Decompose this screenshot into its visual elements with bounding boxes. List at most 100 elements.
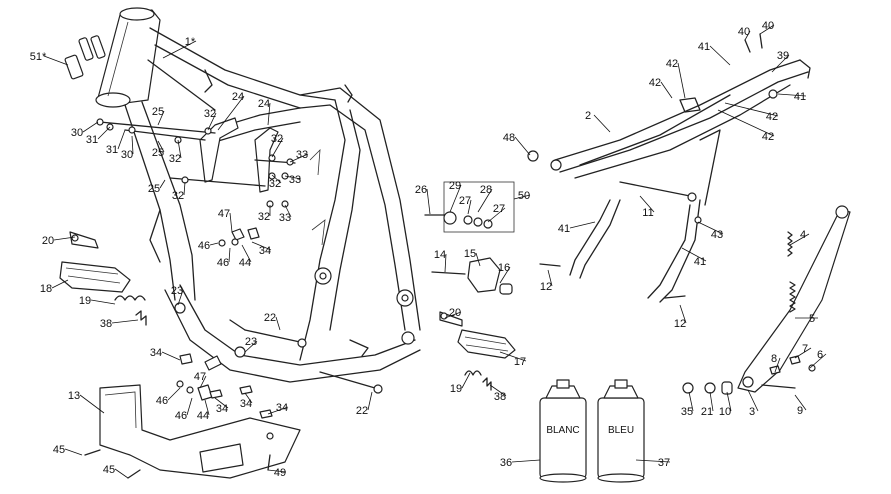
callout-c23a: 23: [171, 285, 184, 306]
callout-label: 12: [674, 318, 686, 330]
callout-leader: [688, 391, 694, 412]
callout-c26: 26: [415, 184, 431, 215]
callout-label: 35: [681, 406, 693, 418]
callout-leader: [489, 384, 507, 397]
callout-leader: [43, 55, 69, 66]
callout-c50: 50: [513, 190, 530, 202]
callout-label: 42: [666, 58, 678, 70]
callout-label: 12: [540, 281, 552, 293]
callout-c10: 10: [719, 391, 732, 418]
callout-leader: [514, 136, 531, 156]
callout-label: 1*: [185, 36, 196, 48]
callout-c44a: 44: [239, 244, 252, 269]
callout-c39: 39: [771, 50, 790, 73]
callout-leader: [789, 233, 810, 246]
callout-c22a: 22: [264, 312, 281, 331]
callout-c38a: 38: [100, 318, 139, 330]
callout-c34a: 34: [251, 241, 272, 257]
main-frame: [95, 7, 421, 383]
callout-c24b: 24: [258, 98, 271, 126]
callout-c41c: 41: [558, 221, 596, 235]
callout-label: 47: [194, 371, 206, 383]
long-bolts: [244, 329, 383, 394]
callout-c32f: 32: [258, 205, 271, 223]
skid-plate: [84, 384, 301, 479]
callout-label: 15: [464, 248, 476, 260]
callout-c13: 13: [68, 390, 105, 414]
callout-leader: [271, 174, 282, 184]
callout-c18: 18: [40, 279, 69, 295]
callout-leader: [487, 207, 506, 223]
callout-label: 7: [802, 343, 808, 355]
callout-leader: [209, 242, 219, 246]
callout-leader: [64, 448, 83, 456]
callout-leader: [207, 112, 217, 131]
paint-can-white-label: BLANC: [546, 425, 579, 436]
callout-c28: 28: [477, 184, 493, 213]
callout-label: 32: [258, 211, 270, 223]
callout-leader: [593, 114, 611, 133]
callout-label: 42: [649, 77, 661, 89]
callout-c43: 43: [697, 221, 724, 241]
callout-label: 27: [459, 195, 471, 207]
callout-label: 41: [694, 256, 706, 268]
callout-c24a: 24: [217, 91, 245, 131]
callout-label: 4: [800, 229, 806, 241]
callout-label: 23: [171, 285, 183, 297]
callout-label: 23: [245, 336, 257, 348]
callout-leader: [499, 351, 527, 362]
callout-label: 33: [289, 174, 301, 186]
callout-label: 9: [797, 405, 803, 417]
callout-label: 19: [450, 383, 462, 395]
callout-c41b: 41: [777, 91, 807, 103]
callout-c31b: 31: [106, 129, 126, 156]
callout-c21: 21: [701, 391, 714, 418]
callout-leader: [167, 387, 181, 401]
callout-label: 38: [100, 318, 112, 330]
callout-c30a: 30: [71, 121, 99, 139]
callout-c47b: 47: [194, 371, 207, 389]
callout-label: 10: [719, 406, 731, 418]
callout-label: 34: [276, 402, 288, 414]
callout-label: 45: [53, 444, 65, 456]
callout-c32d: 32: [271, 133, 284, 158]
callout-c34c: 34: [214, 397, 229, 415]
callout-leader: [228, 247, 231, 263]
callout-label: 40: [762, 20, 774, 32]
callout-c20a: 20: [42, 235, 76, 247]
callout-leader: [726, 391, 732, 412]
callout-leader: [199, 375, 207, 389]
callout-label: 5: [809, 313, 815, 325]
callout-c41d: 41: [681, 247, 707, 268]
callout-label: 48: [503, 132, 515, 144]
callout-label: 37: [658, 457, 670, 469]
callout-leader: [499, 266, 511, 284]
callout-label: 42: [766, 111, 778, 123]
callout-label: 43: [711, 229, 723, 241]
callout-label: 28: [480, 184, 492, 196]
callout-label: 41: [558, 223, 570, 235]
callout-leader: [777, 93, 807, 97]
callout-c23b: 23: [244, 336, 258, 353]
callout-c37: 37: [635, 457, 670, 469]
callout-leader: [157, 110, 165, 126]
callout-c45b: 45: [103, 464, 129, 479]
callout-label: 26: [415, 184, 427, 196]
right-footpeg-assembly: [439, 311, 516, 391]
callout-leader: [744, 30, 751, 41]
callout-label: 40: [738, 26, 750, 38]
callout-label: 33: [296, 149, 308, 161]
callout-label: 46: [217, 257, 229, 269]
callout-leader: [229, 212, 233, 233]
callout-c1: 1*: [162, 36, 197, 59]
callout-c33a: 33: [289, 149, 309, 163]
steering-lock: [64, 35, 106, 80]
callout-c32b: 32: [169, 139, 182, 165]
callout-c48: 48: [503, 132, 531, 156]
callout-label: 38: [494, 391, 506, 403]
callout-c45a: 45: [53, 444, 83, 456]
callout-label: 24: [232, 91, 244, 103]
callout-label: 2: [585, 110, 591, 122]
callout-label: 30: [121, 149, 133, 161]
callout-label: 34: [259, 245, 271, 257]
